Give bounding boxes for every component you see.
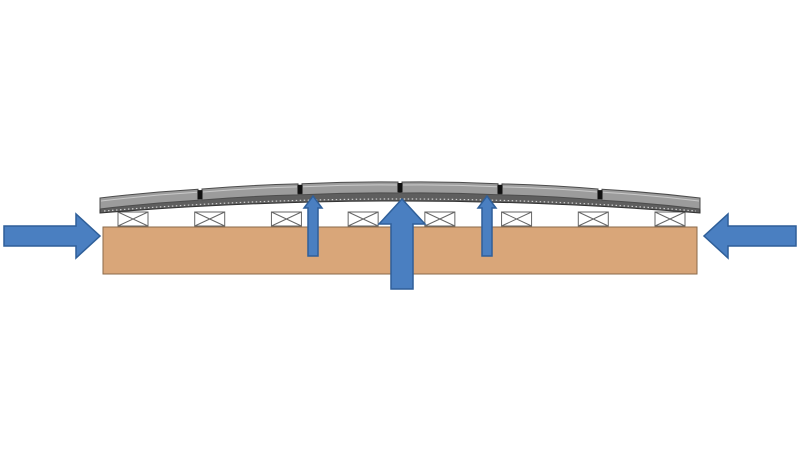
underlayment-texture [103, 198, 697, 212]
arrow-up-icon [476, 194, 498, 257]
force-arrows [3, 194, 797, 290]
plank-joint [497, 184, 503, 194]
batten-cross-icon [654, 211, 686, 227]
batten-cross-icon [194, 211, 226, 227]
plank-joint [297, 184, 303, 194]
batten-row [117, 211, 686, 227]
floor-plank-icon [401, 181, 499, 196]
batten-cross-icon [424, 211, 456, 227]
batten-cross-icon [270, 211, 302, 227]
floor-plank-icon [501, 183, 599, 201]
arrow-left-icon [702, 212, 797, 260]
batten-cross-icon [577, 211, 609, 227]
arrow-right-icon [3, 212, 102, 260]
underlayment-layer-icon [99, 192, 701, 214]
arrow-up-icon [377, 197, 427, 290]
floor-plank-icon [99, 188, 199, 210]
underlayment-layer [99, 192, 701, 214]
batten-cross-icon [501, 211, 533, 227]
floor-plank-icon [201, 183, 299, 201]
arrow-up-icon [302, 194, 324, 257]
plank-joint [597, 190, 603, 200]
plank-joint [397, 183, 403, 192]
floor-plank-icon [601, 188, 701, 210]
batten-cross-icon [347, 211, 379, 227]
flooring-planks [99, 181, 701, 210]
batten-cross-icon [117, 211, 149, 227]
plank-joint [197, 190, 203, 200]
floor-plank-icon [301, 181, 399, 196]
